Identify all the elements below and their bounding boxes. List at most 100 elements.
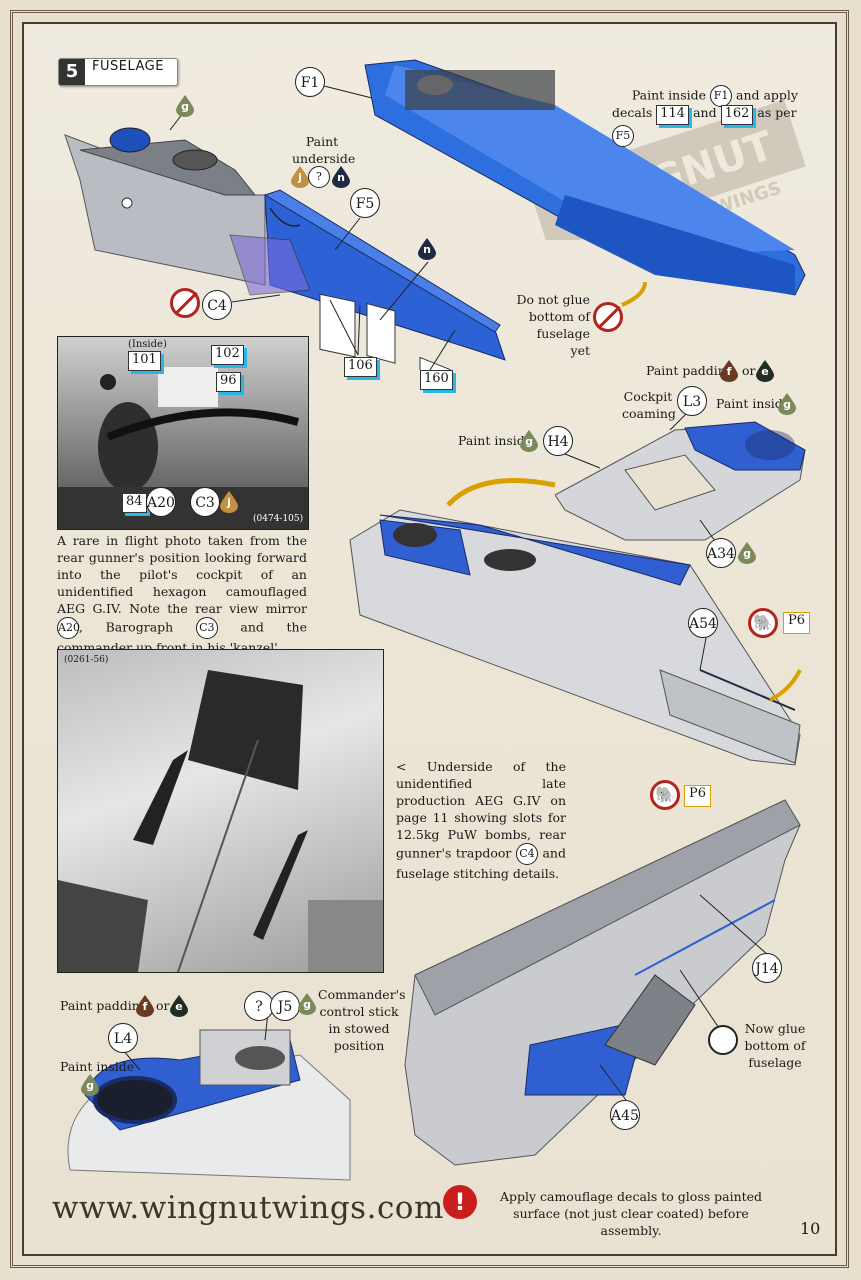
callout-l3: L3 [677, 386, 707, 416]
photo1-caption-b: , Barograph [79, 619, 174, 635]
note-apply-text: and apply [736, 87, 798, 103]
paint-drop-g-2 [778, 393, 796, 415]
paint-label-g-3: g [525, 435, 533, 448]
fuselage-gray-drawing [349, 509, 801, 766]
paint-label-f-2: f [142, 1000, 148, 1013]
photo-cockpit: (Inside) 101 102 96 84 A20 C3 j (0474-10… [57, 336, 309, 530]
no-glue-icon-c4 [170, 288, 200, 318]
callout-h4: H4 [543, 426, 573, 456]
note-paint-padding-1: Paint padding [646, 363, 734, 378]
photo2-ref: (0261-56) [64, 655, 109, 665]
paint-label-j-2: j [227, 496, 231, 509]
callout-j5: J5 [270, 991, 300, 1021]
paint-drop-g-3 [520, 430, 538, 452]
no-glue-icon-bottom [593, 302, 623, 332]
paint-drop-j [291, 166, 309, 188]
page-border [10, 10, 849, 1268]
decal-84: 84 [122, 493, 147, 513]
note-as-per: as per [757, 105, 797, 120]
step-number: 5 [59, 59, 85, 85]
callout-a34: A34 [706, 538, 736, 568]
paint-label-g-1: g [181, 100, 189, 113]
paint-drop-j-2 [220, 491, 238, 513]
step-title: FUSELAGE [92, 59, 164, 74]
callout-l4: L4 [108, 1023, 138, 1053]
callout-a20-small: A20 [57, 617, 80, 639]
decal-162: 162 [720, 105, 754, 125]
note-paint-inside-l4: Paint inside [60, 1059, 135, 1074]
decal-114: 114 [656, 105, 690, 125]
note-or-2: or [156, 998, 170, 1013]
photo-cockpit-image [58, 367, 308, 529]
glue-icon [708, 1025, 738, 1055]
callout-a20: A20 [146, 487, 176, 517]
footer-warning: Apply camouflage decals to gloss painted… [499, 1189, 763, 1238]
elephant-icon-2: 🐘 [650, 780, 680, 810]
paint-drop-g-6 [298, 993, 316, 1015]
note-commanders-stick: Commander's control stick in stowed posi… [318, 987, 406, 1053]
photo2-caption-a: < Underside of the unidentified late pro… [396, 759, 566, 861]
note-paint-inside-h4: Paint inside [458, 433, 533, 448]
note-do-not-glue: Do not glue bottom of fuselage yet [516, 292, 590, 358]
photo1-caption-a: A rare in flight photo taken from the re… [57, 533, 307, 616]
paint-drop-f [720, 360, 738, 382]
photo1-caption: A rare in flight photo taken from the re… [57, 532, 307, 656]
fuselage-half-drawing [364, 59, 806, 296]
note-decals-line: decals 114 and 162 as per F5 [612, 104, 812, 147]
page-number: 10 [800, 1219, 821, 1238]
paint-drop-e-2 [170, 995, 188, 1017]
callout-c4-small: C4 [515, 843, 538, 865]
note-paint-underside: Paint underside [292, 134, 356, 166]
note-cockpit-coaming: Cockpit coaming [622, 389, 676, 421]
note-paint-inside-f1: Paint inside F1 and apply [628, 85, 798, 107]
fuselage-assembly-drawing [64, 127, 506, 370]
callout-c3: C3 [190, 487, 220, 517]
paint-label-e: e [761, 365, 769, 378]
callout-f1: F1 [295, 67, 325, 97]
cockpit-nose-drawing [67, 1029, 351, 1181]
part-p6-1: P6 [783, 612, 811, 634]
paint-label-n-2: n [423, 243, 431, 256]
part-p6-2: P6 [684, 785, 712, 807]
paint-drop-g-5 [81, 1074, 99, 1096]
note-paint-inside-l3: Paint inside [716, 396, 791, 411]
coaming-drawing [555, 421, 806, 541]
photo2-caption: < Underside of the unidentified late pro… [396, 758, 566, 882]
decal-96: 96 [216, 372, 241, 392]
paint-label-j: j [298, 171, 302, 184]
note-inside: (Inside) [128, 339, 167, 350]
decal-106: 106 [344, 357, 377, 377]
note-paint-padding-2: Paint padding [60, 998, 148, 1013]
step-header: 5 FUSELAGE [58, 58, 178, 86]
note-now-glue: Now glue bottom of fuselage [744, 1021, 806, 1070]
decal-160: 160 [420, 370, 453, 390]
paint-label-e-2: e [175, 1000, 183, 1013]
callout-question-2: ? [308, 166, 330, 188]
note-and-word: and [693, 105, 717, 120]
decal-101: 101 [128, 351, 161, 371]
paint-drop-n [332, 166, 350, 188]
callout-a45: A45 [610, 1100, 640, 1130]
paint-drop-f-2 [136, 995, 154, 1017]
callout-f5: F5 [350, 188, 380, 218]
callout-a54: A54 [688, 608, 718, 638]
note-or-1: or [742, 363, 756, 378]
paint-drop-g-1 [176, 95, 194, 117]
paint-label-n: n [337, 171, 345, 184]
decal-102: 102 [211, 345, 244, 365]
photo2-caption-b: and fuselage stitching details. [396, 845, 566, 882]
callout-j14: J14 [752, 953, 782, 983]
paint-drop-e [756, 360, 774, 382]
warning-icon: ! [443, 1185, 477, 1219]
note-decals-word: decals [612, 105, 653, 120]
callout-c4: C4 [202, 290, 232, 320]
note-paint-inside-text: Paint inside [631, 87, 707, 103]
photo-underside-image [58, 670, 383, 972]
photo1-ref: (0474-105) [253, 514, 304, 524]
paint-label-g-5: g [86, 1079, 94, 1092]
footer-url[interactable]: www.wingnutwings.com [52, 1190, 444, 1226]
callout-c3-small: C3 [195, 617, 218, 639]
paint-label-g-6: g [303, 998, 311, 1011]
fuselage-bottom-drawing [404, 799, 801, 1166]
photo-underside: (0261-56) [57, 649, 384, 973]
